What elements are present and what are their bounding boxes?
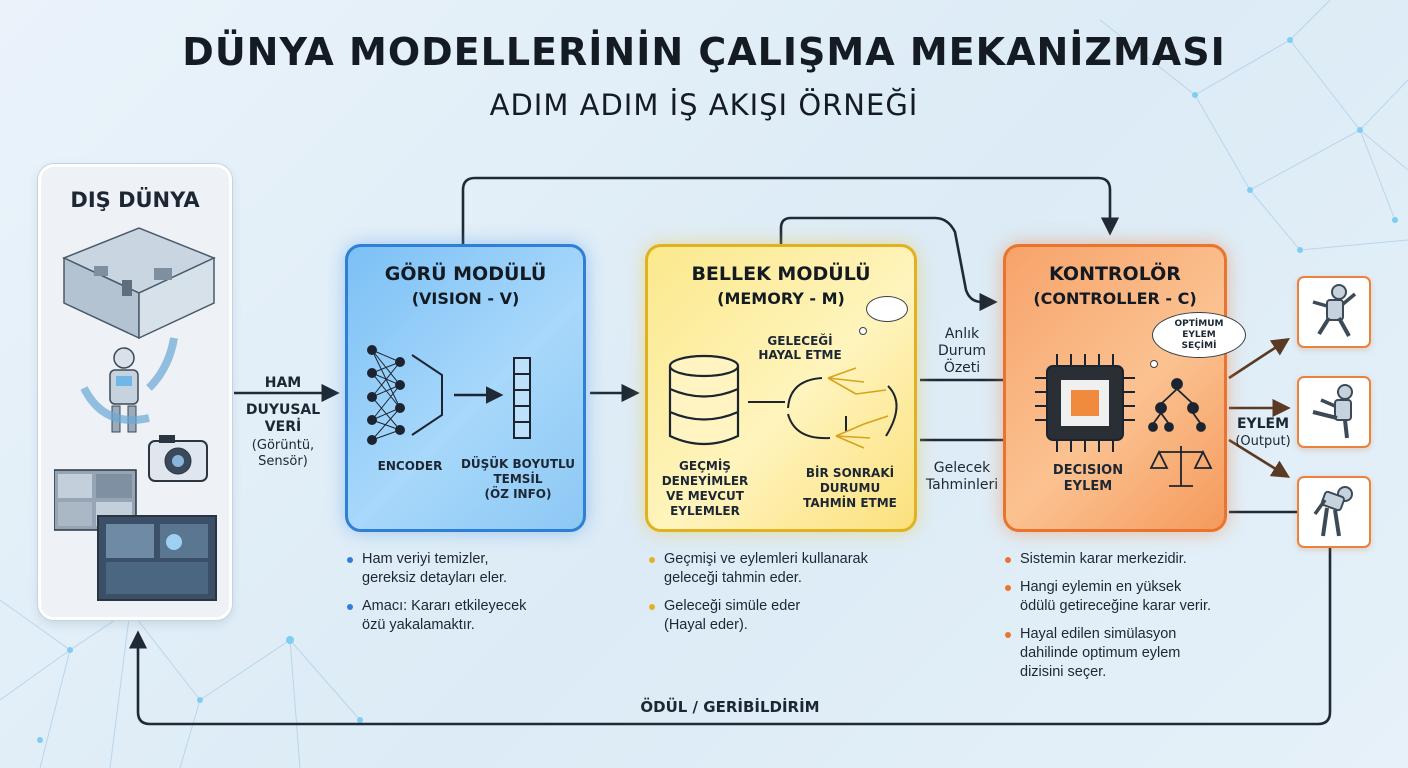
vision-bullet-1: Ham veriyi temizler,gereksiz detayları e… [346, 550, 596, 588]
memory-module-subtitle: (MEMORY - M) [717, 289, 845, 308]
controller-diagram [1035, 354, 1213, 487]
bubble-line2: EYLEM [1182, 330, 1216, 340]
action-output-run [1297, 276, 1371, 348]
latent-label-line2: TEMSİL [493, 472, 543, 486]
state-summary-line3: Özeti [943, 360, 981, 376]
simulation-loop-icon [787, 377, 898, 440]
next-state-label-line3: TAHMİN ETME [803, 496, 897, 510]
state-summary-line2: Durum [938, 343, 986, 359]
input-flow-line2: DUYUSAL [245, 402, 321, 418]
latent-vector-icon [513, 357, 531, 439]
action-output-kick [1297, 376, 1371, 448]
cloud-dot [859, 327, 867, 335]
input-flow-line5: Sensör) [258, 454, 308, 469]
database-label-line4: EYLEMLER [670, 504, 740, 518]
next-state-label-line1: BİR SONRAKİ [805, 466, 895, 480]
sensor-images-icon [54, 469, 217, 601]
imagine-label-line1: GELECEĞİ [767, 334, 833, 348]
running-robot-icon [1312, 284, 1357, 337]
external-world-title: DIŞ DÜNYA [70, 188, 200, 212]
cpu-chip-icon [1035, 354, 1135, 452]
bubble-line3: SEÇİMİ [1181, 341, 1217, 351]
prediction-branches-icon [827, 367, 889, 449]
vision-module-title: GÖRÜ MODÜLÜ [384, 263, 547, 285]
latent-label-line1: DÜŞÜK BOYUTLU [460, 457, 576, 471]
world-illustration [54, 227, 217, 601]
decision-label: DECISION [1052, 463, 1124, 478]
page-title: DÜNYA MODELLERİNİN ÇALIŞMA MEKANİZMASI [182, 30, 1226, 74]
database-label-line2: DENEYİMLER [661, 474, 749, 488]
database-label-line1: GEÇMİŞ [679, 459, 731, 473]
optimum-action-bubble [1152, 312, 1246, 358]
memory-module-title: BELLEK MODÜLÜ [691, 263, 871, 285]
decision-action-label: EYLEM [1063, 479, 1113, 494]
kicking-robot-icon [1312, 384, 1353, 439]
decision-tree-icon [1148, 378, 1206, 432]
latent-label-line3: (ÖZ INFO) [484, 487, 552, 501]
input-flow-line1: HAM [264, 375, 302, 391]
output-flow-line2: (Output) [1235, 434, 1291, 449]
page-subtitle: ADIM ADIM İŞ AKIŞI ÖRNEĞİ [489, 88, 919, 122]
balance-scale-icon [1149, 446, 1213, 487]
vision-module-panel [345, 244, 586, 532]
controller-module-title: KONTROLÖR [1049, 263, 1181, 285]
room-scene-icon [62, 227, 216, 340]
memory-diagram [668, 354, 898, 449]
imagination-cloud-icon [866, 296, 908, 322]
database-label-line3: VE MEVCUT [666, 489, 744, 503]
input-flow-line4: (Görüntü, [251, 438, 315, 453]
controller-module-subtitle: (CONTROLLER - C) [1033, 289, 1197, 308]
bubble-line1: OPTİMUM [1174, 319, 1224, 329]
action-output-bend [1297, 476, 1371, 548]
input-flow-line3: VERİ [264, 419, 302, 435]
robot-icon [80, 337, 178, 433]
controller-bullet-1: Sistemin karar merkezidir. [1004, 550, 1274, 569]
vision-module-subtitle: (VISION - V) [411, 289, 520, 308]
encoder-funnel-icon [411, 354, 443, 436]
neural-network-icon [371, 349, 401, 441]
encoder-label: ENCODER [377, 459, 443, 473]
future-prediction-line1: Gelecek [933, 460, 991, 476]
controller-bullets: Sistemin karar merkezidir. Hangi eylemin… [1004, 550, 1274, 691]
bending-robot-icon [1313, 486, 1353, 537]
output-flow-line1: EYLEM [1236, 416, 1290, 432]
memory-bullet-2: Geleceği simüle eder(Hayal eder). [648, 597, 938, 635]
bubble-dot [1150, 360, 1158, 368]
state-summary-line1: Anlık [944, 326, 980, 342]
database-icon [668, 354, 740, 446]
imagine-label-line2: HAYAL ETME [758, 348, 842, 362]
next-state-label-line2: DURUMU [819, 481, 881, 495]
feedback-label: ÖDÜL / GERİBİLDİRİM [640, 698, 820, 716]
vision-bullets: Ham veriyi temizler,gereksiz detayları e… [346, 550, 596, 644]
camera-icon [148, 435, 208, 482]
future-prediction-line2: Tahminleri [925, 477, 999, 493]
encoder-diagram [367, 345, 531, 445]
